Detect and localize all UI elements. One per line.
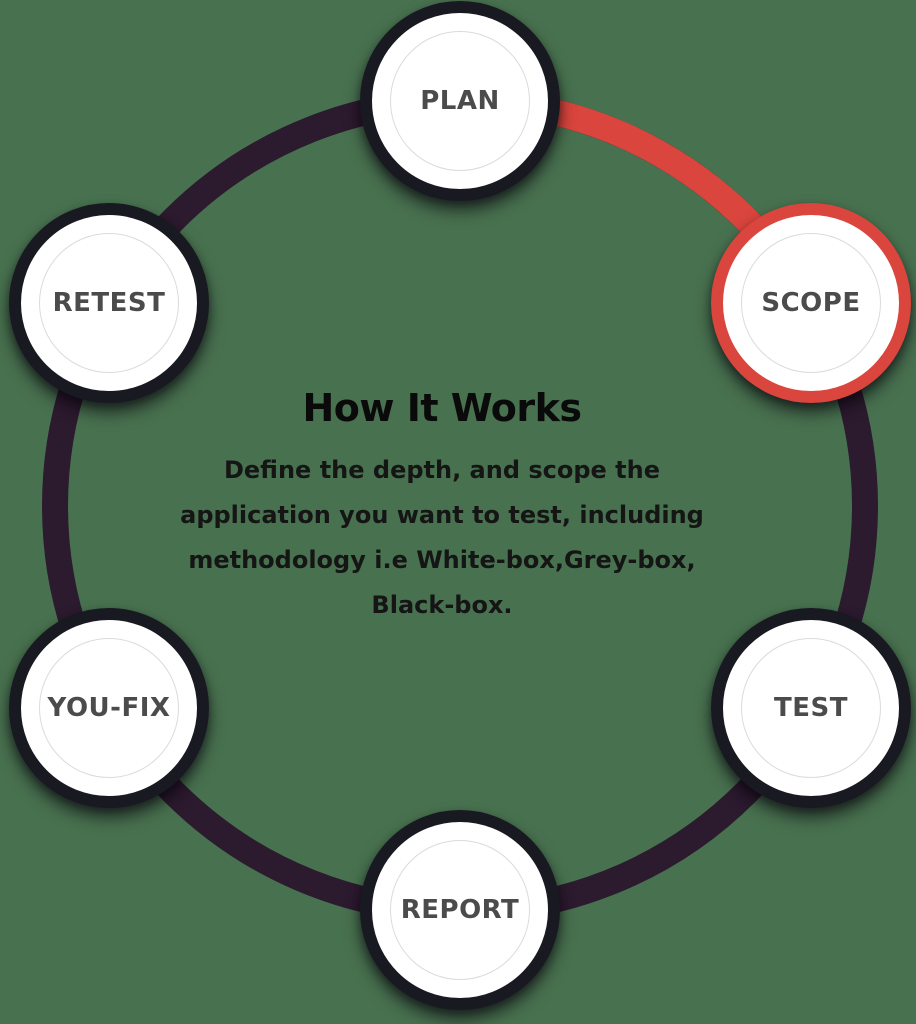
node-you-fix[interactable]: YOU-FIX [9,608,209,808]
node-label: YOU-FIX [47,693,171,723]
center-text-block: How It Works Define the depth, and scope… [142,386,742,628]
center-description: Define the depth, and scope the applicat… [142,448,742,628]
description-line: Define the depth, and scope the [223,455,661,484]
node-label: PLAN [420,86,500,116]
node-label: REPORT [400,895,520,925]
node-label: TEST [774,693,848,723]
node-plan[interactable]: PLAN [360,1,560,201]
node-report[interactable]: REPORT [360,810,560,1010]
node-scope[interactable]: SCOPE [711,203,911,403]
node-label: SCOPE [761,288,861,318]
node-retest[interactable]: RETEST [9,203,209,403]
description-line: application you want to test, including [180,500,704,529]
node-test[interactable]: TEST [711,608,911,808]
description-line: methodology i.e White-box,Grey-box, [188,545,696,574]
node-label: RETEST [52,288,166,318]
center-title: How It Works [302,386,582,430]
description-line: Black-box. [371,590,513,619]
